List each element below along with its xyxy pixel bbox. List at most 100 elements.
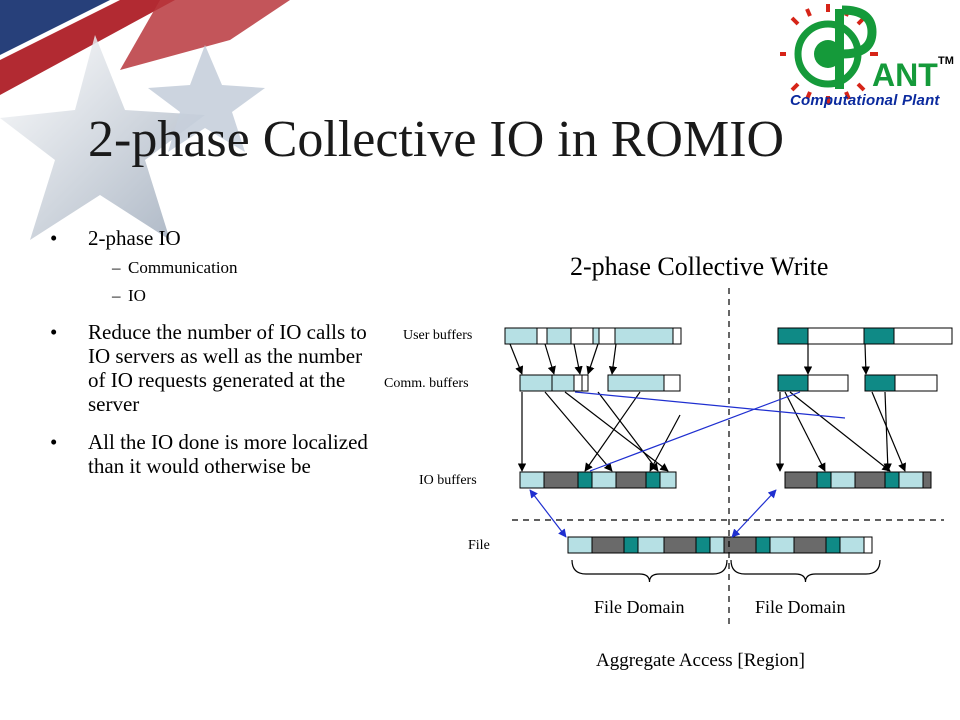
file-domain-label-1: File Domain — [594, 597, 685, 617]
comm-to-io-arrow — [784, 391, 826, 472]
decorative-stars-background — [0, 0, 290, 240]
comm-to-io-arrow — [564, 391, 669, 472]
bullet-dot-icon: • — [50, 430, 58, 454]
comm-buffers-label: Comm. buffers — [384, 376, 469, 391]
comm-to-io-arrow — [584, 391, 641, 472]
io-buffer-right-segment — [784, 471, 818, 489]
file-bar-segment — [567, 536, 593, 554]
user-buffer-right-segment — [863, 327, 895, 345]
bullet-dot-icon: • — [50, 226, 58, 250]
cross-exchange-line — [574, 391, 846, 419]
file-label: File — [468, 538, 490, 553]
sub-bullet-item: –IO — [112, 286, 146, 305]
user-buffer-left-segment — [504, 327, 538, 345]
file-domain-brace-right — [730, 559, 881, 583]
file-bar-segment — [695, 536, 711, 554]
io-buffer-right-segment — [830, 471, 856, 489]
comm-buffer-left-b-segment — [777, 374, 809, 392]
io-buffer-left-segment — [519, 471, 545, 489]
comm-buffer-right-a-segment — [663, 374, 681, 392]
file-bar-segment — [709, 536, 725, 554]
svg-text:ANT: ANT — [872, 57, 938, 93]
comm-to-io-arrow — [871, 391, 906, 472]
user-buffer-right-segment — [807, 327, 865, 345]
user-buffer-left-segment — [536, 327, 548, 345]
cross-exchange-line — [589, 391, 801, 472]
user-buffer-left-segment — [546, 327, 572, 345]
file-bar-segment — [769, 536, 795, 554]
io-buffer-right-segment — [898, 471, 924, 489]
file-bar-segment — [863, 536, 873, 554]
user-to-comm-arrow — [586, 343, 599, 375]
user-buffers-label: User buffers — [403, 328, 473, 343]
file-bar-segment — [663, 536, 697, 554]
bullet-list: •2-phase IO –Communication –IO •Reduce t… — [50, 226, 370, 478]
comm-buffer-left-b-segment — [807, 374, 849, 392]
sub-bullet-item: –Communication — [112, 258, 238, 277]
file-domain-label-2: File Domain — [755, 597, 846, 617]
io-buffer-left-segment — [659, 471, 677, 489]
comm-buffer-left-a-segment — [519, 374, 553, 392]
io-buffers-label: IO buffers — [419, 473, 477, 488]
comm-buffer-left-a-segment — [581, 374, 589, 392]
slide-title: 2-phase Collective IO in ROMIO — [88, 111, 785, 168]
file-bar-segment — [793, 536, 827, 554]
comm-to-io-arrow — [789, 391, 891, 472]
red-stripe-shape — [0, 0, 175, 95]
file-bar-segment — [825, 536, 841, 554]
user-buffer-left-segment — [570, 327, 594, 345]
io-buffer-right-segment — [854, 471, 886, 489]
user-to-comm-arrow — [573, 343, 583, 375]
user-to-comm-arrow — [544, 343, 556, 375]
user-buffer-left-segment — [598, 327, 616, 345]
comm-buffer-left-a-segment — [573, 374, 583, 392]
user-buffer-left-segment — [614, 327, 674, 345]
comm-buffer-right-a-segment — [607, 374, 665, 392]
user-buffer-right-segment — [777, 327, 809, 345]
user-buffer-left-segment — [672, 327, 682, 345]
user-to-comm-arrow — [861, 343, 870, 375]
io-buffer-right-segment — [816, 471, 832, 489]
dash-icon: – — [112, 258, 121, 277]
aggregate-access-caption: Aggregate Access [Region] — [596, 650, 805, 671]
comm-buffer-right-b-segment — [864, 374, 896, 392]
big-star-icon — [0, 35, 205, 240]
user-buffer-left-segment — [592, 327, 600, 345]
io-to-file-arrow — [731, 489, 777, 538]
file-bar-segment — [623, 536, 639, 554]
io-buffer-left-segment — [645, 471, 661, 489]
plant-logo-icon: ANT TM — [780, 4, 954, 104]
comm-to-io-arrow — [597, 391, 659, 472]
dash-icon: – — [112, 286, 121, 305]
file-bar-segment — [591, 536, 625, 554]
user-to-comm-arrow — [509, 343, 524, 375]
io-buffer-left-segment — [543, 471, 579, 489]
file-bar-segment — [755, 536, 771, 554]
bullet-item: •All the IO done is more localized than … — [50, 430, 368, 478]
bullet-item: •2-phase IO — [50, 226, 181, 250]
small-star-icon — [148, 45, 265, 152]
diagram-title: 2-phase Collective Write — [570, 252, 829, 281]
bullet-dot-icon: • — [50, 320, 58, 344]
comm-to-io-arrow — [544, 391, 613, 472]
io-buffer-left-segment — [615, 471, 647, 489]
red-band-shape — [120, 0, 290, 70]
file-domain-brace-left — [571, 559, 728, 583]
file-bar-segment — [839, 536, 865, 554]
io-to-file-arrow — [529, 489, 567, 538]
comm-buffer-right-b-segment — [894, 374, 938, 392]
user-buffer-right-segment — [893, 327, 953, 345]
blue-band-shape — [0, 0, 110, 55]
io-buffer-left-segment — [591, 471, 617, 489]
comm-buffer-left-a-segment — [551, 374, 575, 392]
io-buffer-right-segment — [922, 471, 932, 489]
comm-to-io-arrow — [883, 391, 892, 472]
svg-text:TM: TM — [938, 55, 954, 67]
io-buffer-right-segment — [884, 471, 900, 489]
file-bar-segment — [637, 536, 665, 554]
io-buffer-left-segment — [577, 471, 593, 489]
bullet-item: •Reduce the number of IO calls to IO ser… — [50, 320, 367, 416]
logo-caption: Computational Plant — [790, 92, 940, 109]
user-to-comm-arrow — [608, 343, 618, 375]
